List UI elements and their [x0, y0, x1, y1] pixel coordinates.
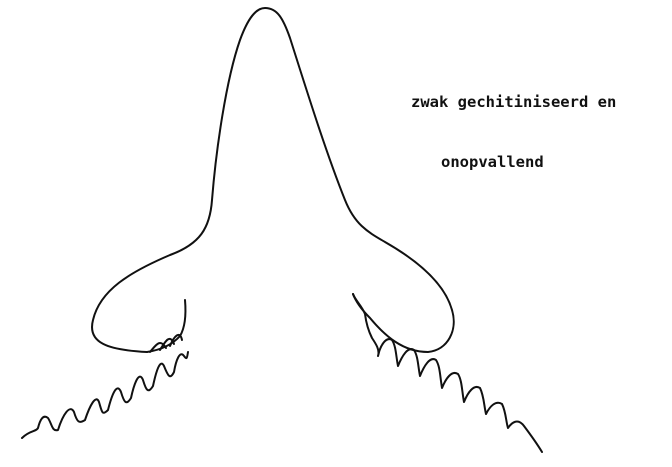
- right-serrated-edge: [353, 294, 542, 452]
- annotation-line-1: zwak gechitiniseerd en: [411, 92, 616, 112]
- central-lobe-outline: [92, 8, 454, 352]
- annotation-line-2: onopvallend: [411, 152, 616, 172]
- annotation-label: zwak gechitiniseerd en onopvallend: [411, 52, 616, 192]
- left-serrated-edge: [22, 352, 188, 438]
- left-lobe-inner-edge: [147, 300, 185, 352]
